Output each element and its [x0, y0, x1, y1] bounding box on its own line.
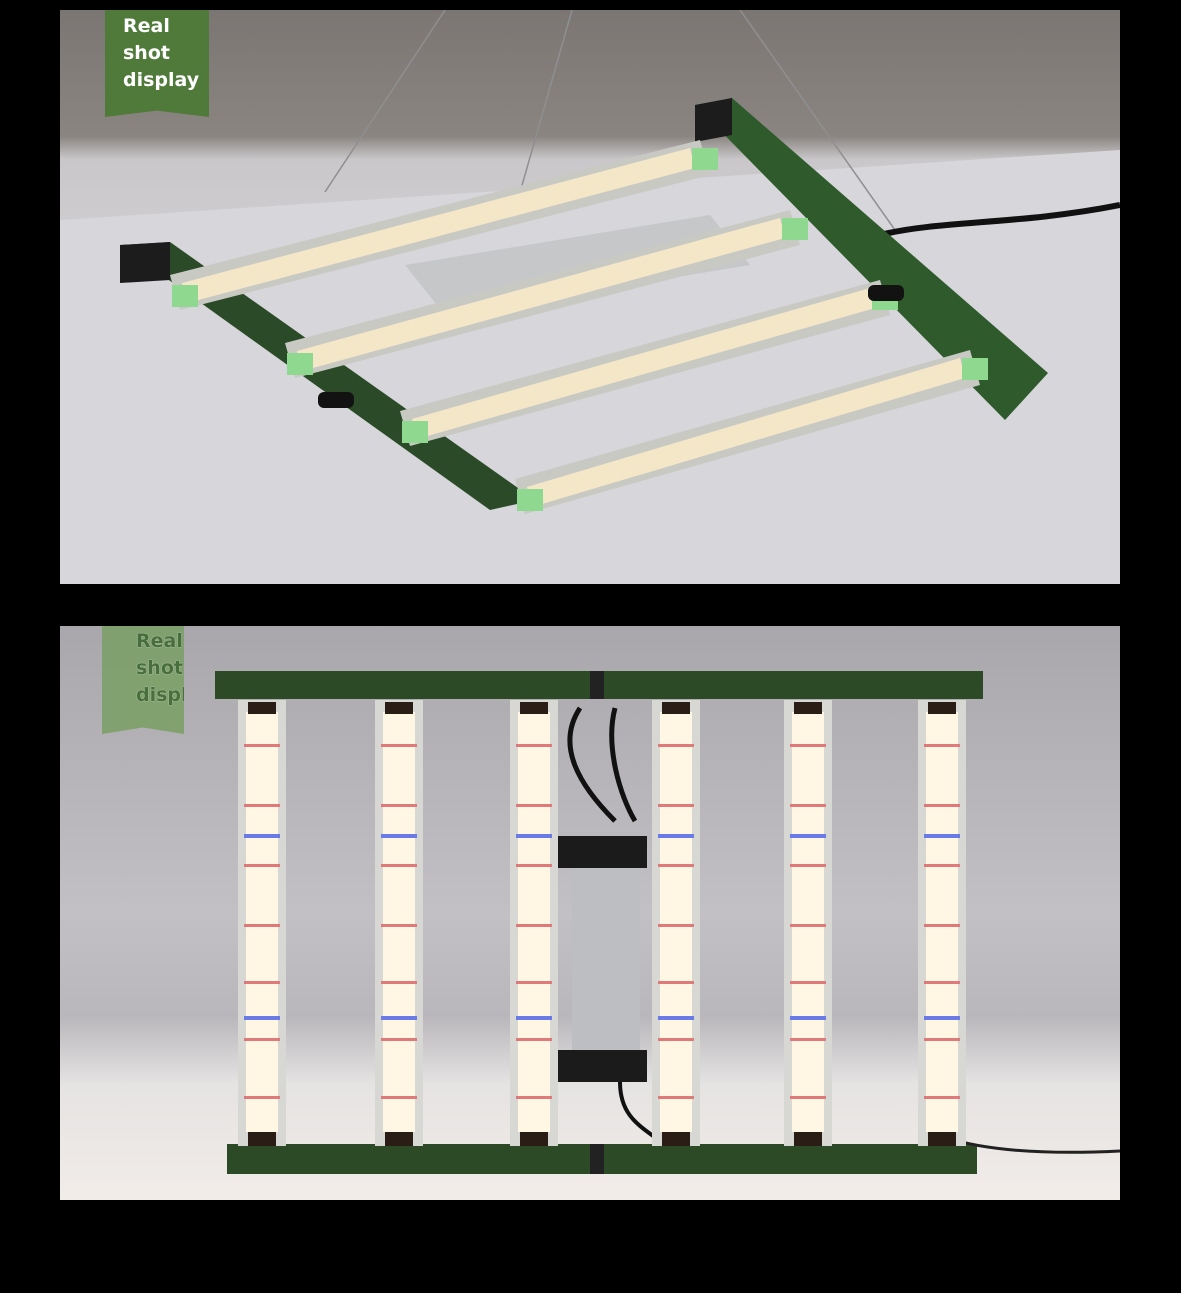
bar-mount	[662, 702, 690, 714]
red-led-row	[244, 804, 280, 807]
red-led-row	[658, 1096, 694, 1099]
red-led-row	[924, 924, 960, 927]
angled-grow-light-illustration	[60, 10, 1120, 584]
red-led-row	[658, 864, 694, 867]
badge-line: shot	[123, 42, 170, 64]
red-led-row	[790, 804, 826, 807]
blue-led-row	[790, 1016, 826, 1020]
red-led-row	[790, 924, 826, 927]
led-strip	[182, 148, 695, 303]
red-led-row	[516, 804, 552, 807]
led-strip	[297, 218, 785, 371]
blue-led-row	[516, 1016, 552, 1020]
blue-led-row	[244, 834, 280, 838]
red-led-row	[244, 981, 280, 984]
led-strip	[660, 712, 692, 1132]
red-led-row	[924, 981, 960, 984]
end-cap	[517, 489, 543, 511]
red-led-row	[658, 924, 694, 927]
bar-mount	[794, 1132, 822, 1146]
end-cap	[402, 421, 428, 443]
red-led-row	[516, 924, 552, 927]
front-grow-light-illustration	[215, 671, 1120, 1174]
red-led-row	[381, 1096, 417, 1099]
bar-mount	[662, 1132, 690, 1146]
end-cap	[962, 358, 988, 380]
bar-mount	[520, 1132, 548, 1146]
red-led-row	[381, 864, 417, 867]
red-led-row	[790, 981, 826, 984]
red-led-row	[516, 864, 552, 867]
red-led-row	[924, 804, 960, 807]
bar-mount	[385, 702, 413, 714]
led-strip	[792, 712, 824, 1132]
red-led-row	[381, 744, 417, 747]
bar-mount	[248, 1132, 276, 1146]
led-strip	[412, 288, 875, 439]
blue-led-row	[381, 834, 417, 838]
red-led-row	[658, 1038, 694, 1041]
red-led-row	[924, 1038, 960, 1041]
badge-line: Real	[136, 630, 183, 652]
led-strip	[518, 712, 550, 1132]
red-led-row	[790, 1038, 826, 1041]
bar-mount	[385, 1132, 413, 1146]
blue-led-row	[924, 834, 960, 838]
badge-line: shot	[136, 657, 183, 679]
badge-line: display	[136, 684, 213, 706]
real-shot-badge: Real shot display	[102, 626, 184, 734]
red-led-row	[381, 804, 417, 807]
bar-mount	[248, 702, 276, 714]
led-strip	[527, 358, 965, 507]
led-strip	[383, 712, 415, 1132]
red-led-row	[516, 1096, 552, 1099]
red-led-row	[790, 744, 826, 747]
led-bar-group	[170, 140, 988, 514]
badge-line: Real	[123, 15, 170, 37]
red-led-row	[244, 924, 280, 927]
blue-led-row	[924, 1016, 960, 1020]
red-led-row	[381, 981, 417, 984]
blue-led-row	[658, 1016, 694, 1020]
red-led-row	[516, 981, 552, 984]
red-led-row	[658, 804, 694, 807]
bar-mount	[520, 702, 548, 714]
badge-line: display	[123, 69, 200, 91]
red-led-row	[658, 744, 694, 747]
red-led-row	[244, 1038, 280, 1041]
red-led-row	[924, 1096, 960, 1099]
red-led-row	[924, 864, 960, 867]
end-cap	[692, 148, 718, 170]
led-strip	[246, 712, 278, 1132]
end-cap	[782, 218, 808, 240]
blue-led-row	[790, 834, 826, 838]
red-led-row	[924, 744, 960, 747]
blue-led-row	[516, 834, 552, 838]
end-cap	[287, 353, 313, 375]
red-led-row	[658, 981, 694, 984]
red-led-row	[244, 864, 280, 867]
red-led-row	[790, 864, 826, 867]
bar-mount	[928, 1132, 956, 1146]
blue-led-row	[658, 834, 694, 838]
red-led-row	[790, 1096, 826, 1099]
red-led-row	[244, 1096, 280, 1099]
top-product-photo: Real shot display	[60, 10, 1120, 584]
red-led-row	[381, 1038, 417, 1041]
red-led-row	[516, 744, 552, 747]
led-bar-group	[238, 700, 966, 1146]
bar-mount	[928, 702, 956, 714]
red-led-row	[381, 924, 417, 927]
real-shot-badge: Real shot display	[105, 10, 209, 117]
blue-led-row	[244, 1016, 280, 1020]
red-led-row	[516, 1038, 552, 1041]
bar-mount	[794, 702, 822, 714]
end-cap	[172, 285, 198, 307]
led-strip	[926, 712, 958, 1132]
red-led-row	[244, 744, 280, 747]
bottom-product-photo: Real shot display	[60, 626, 1120, 1200]
blue-led-row	[381, 1016, 417, 1020]
